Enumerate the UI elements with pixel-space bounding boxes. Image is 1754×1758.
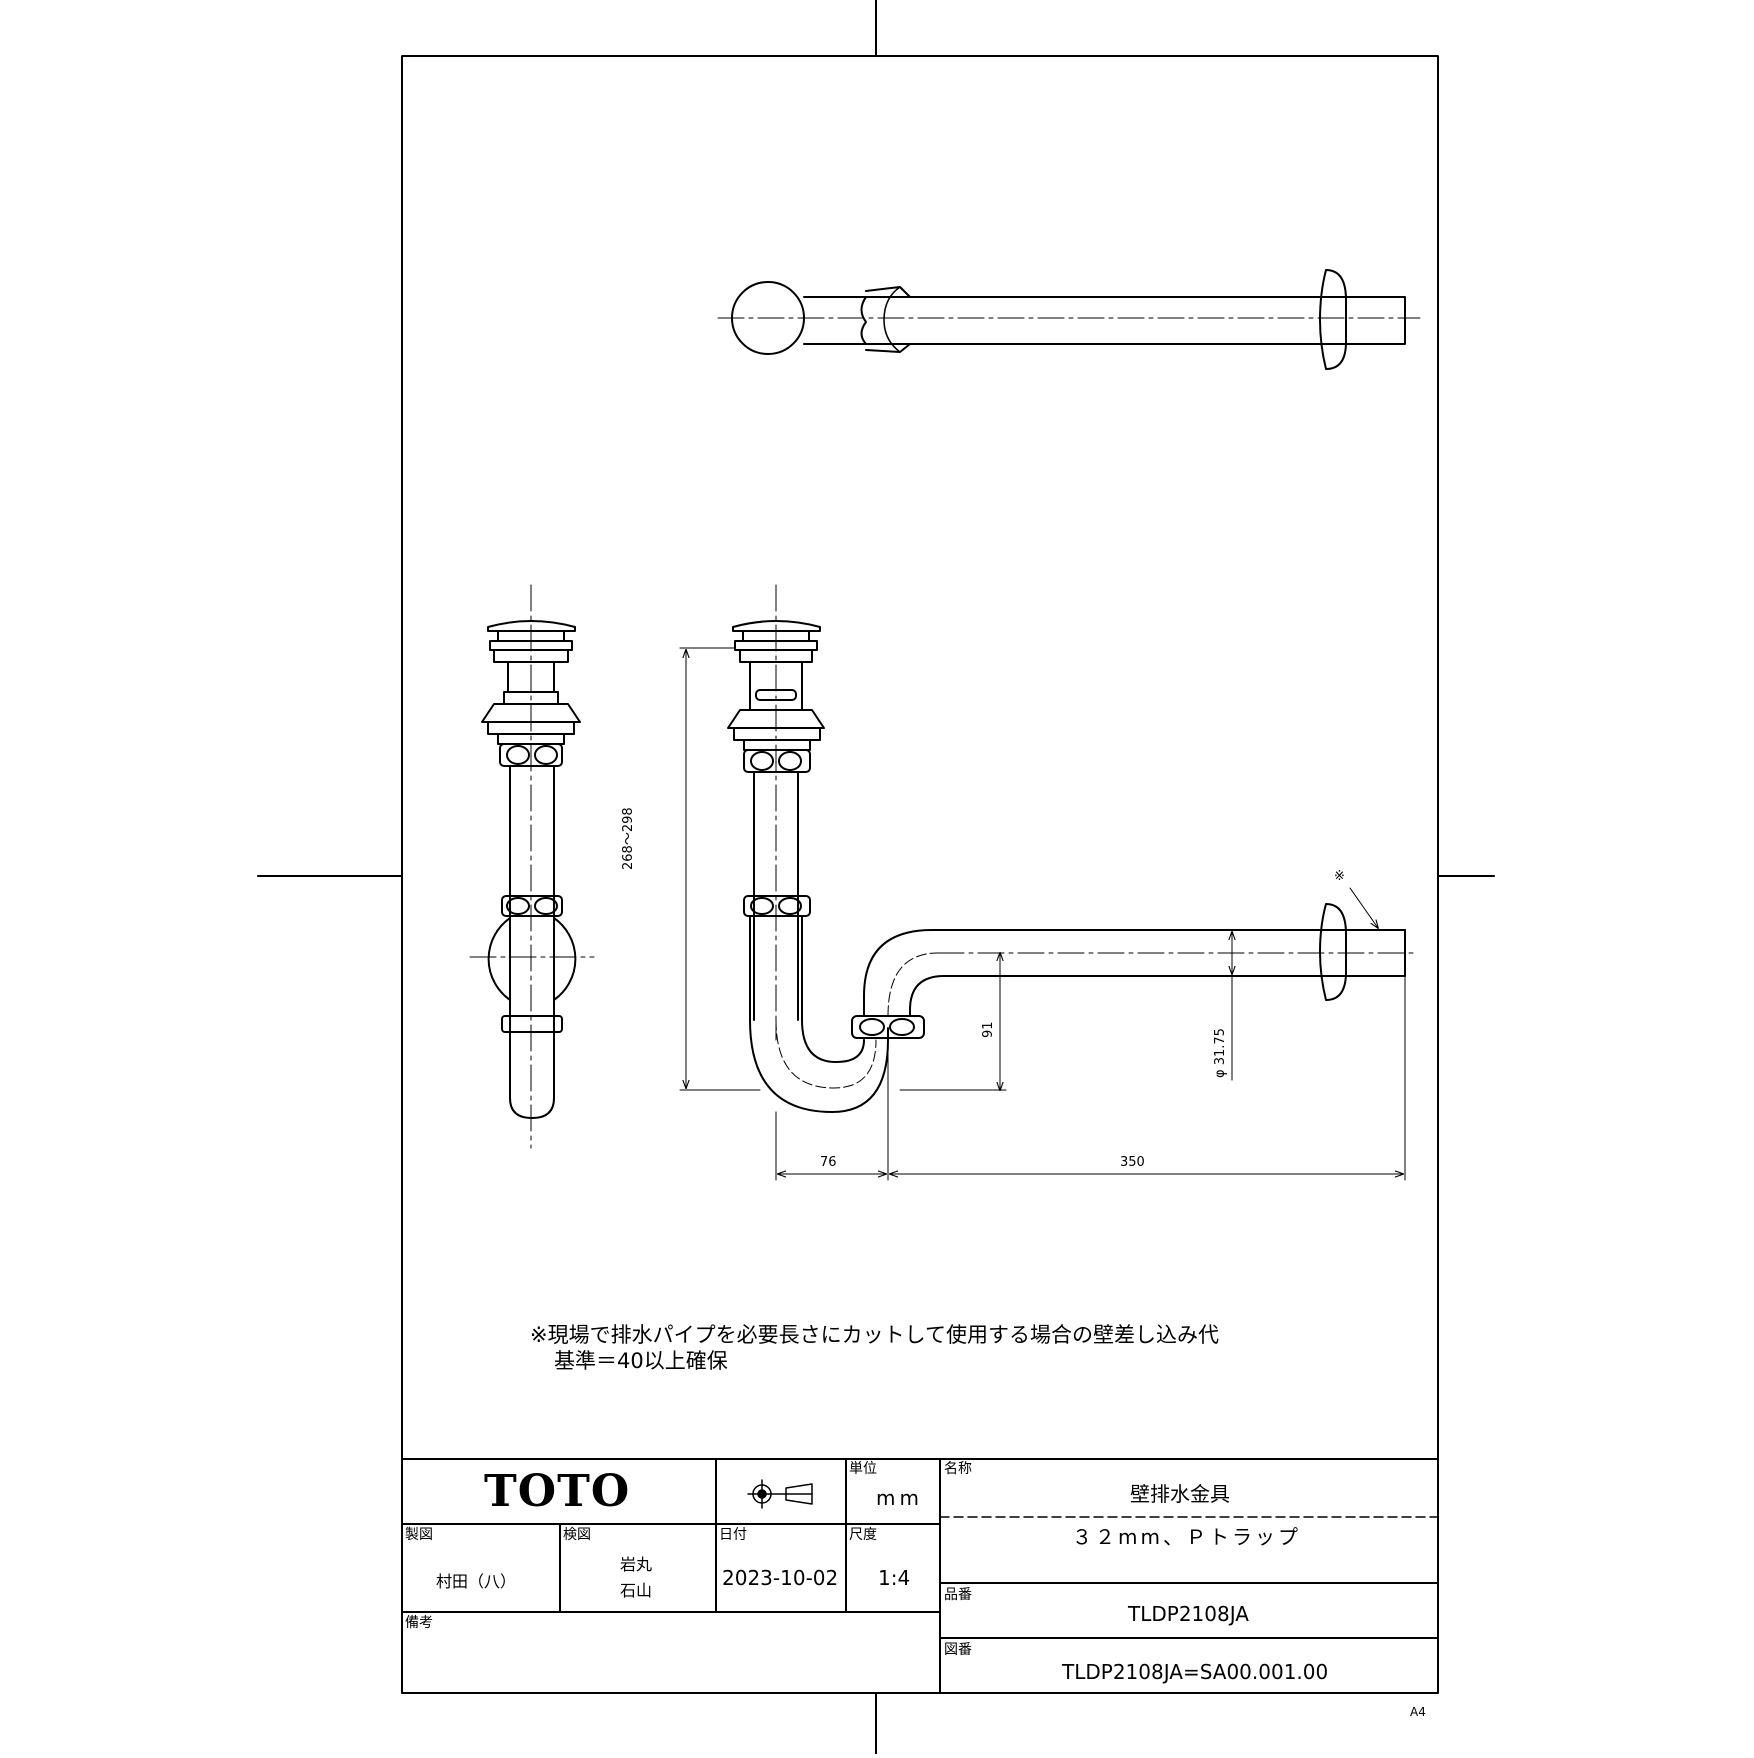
unit-label: 単位 bbox=[849, 1461, 877, 1477]
drawing-no-label: 図番 bbox=[944, 1642, 972, 1658]
third-angle-projection-icon bbox=[747, 1479, 813, 1509]
name-label: 名称 bbox=[944, 1461, 972, 1477]
dim-drop-label: 91 bbox=[981, 1021, 996, 1038]
unit-value: mm bbox=[876, 1486, 923, 1510]
checked-label: 検図 bbox=[563, 1527, 591, 1543]
subtitle-value: ３２mm、Ｐトラップ bbox=[1072, 1525, 1301, 1549]
top-view bbox=[717, 269, 1421, 370]
dimension-lines bbox=[679, 647, 1406, 1181]
date-value: 2023-10-02 bbox=[722, 1566, 839, 1590]
title-block-grid bbox=[401, 1458, 1439, 1694]
scale-label: 尺度 bbox=[849, 1527, 877, 1543]
date-label: 日付 bbox=[719, 1527, 747, 1543]
part-label: 品番 bbox=[944, 1587, 972, 1603]
checked-value-2: 石山 bbox=[620, 1581, 653, 1600]
checked-value-1: 岩丸 bbox=[620, 1555, 653, 1574]
side-view bbox=[469, 584, 595, 1149]
front-view bbox=[727, 584, 1419, 1113]
drawn-label: 製図 bbox=[405, 1527, 433, 1543]
name-value: 壁排水金具 bbox=[1130, 1482, 1230, 1506]
remarks-label: 備考 bbox=[405, 1615, 433, 1631]
note-line-2: 基準＝40以上確保 bbox=[554, 1349, 728, 1373]
dim-diameter-label: φ 31.75 bbox=[1213, 1028, 1228, 1078]
drawing-no-value: TLDP2108JA=SA00.001.00 bbox=[1062, 1660, 1329, 1684]
sheet-frame bbox=[257, 0, 1495, 1755]
toto-logo: TOTO bbox=[484, 1466, 631, 1517]
dim-offset-label: 76 bbox=[820, 1155, 837, 1170]
dim-height-label: 268～298 bbox=[621, 807, 636, 870]
part-value: TLDP2108JA bbox=[1128, 1602, 1249, 1626]
scale-value: 1:4 bbox=[878, 1566, 911, 1590]
reference-mark: ※ bbox=[1334, 869, 1345, 884]
note-line-1: ※現場で排水パイプを必要長さにカットして使用する場合の壁差し込み代 bbox=[530, 1323, 1219, 1347]
dim-length-label: 350 bbox=[1120, 1155, 1145, 1170]
drawn-value: 村田（八） bbox=[436, 1572, 517, 1591]
paper-size: A4 bbox=[1410, 1705, 1426, 1719]
